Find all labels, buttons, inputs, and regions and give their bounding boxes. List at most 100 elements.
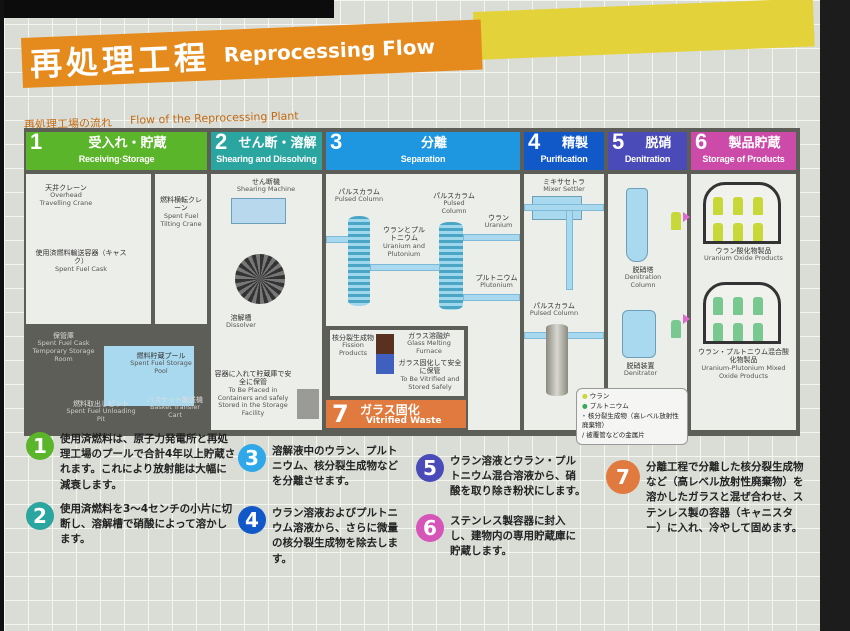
uranium-storage-shelf: [703, 182, 781, 244]
note-text: ステンレス製容器に封入し、建物内の専用貯蔵庫に貯蔵します。: [450, 515, 576, 558]
note-text: 使用済燃料は、原子力発電所と再処理工場のプールで合計4年以上貯蔵されます。これに…: [60, 433, 236, 491]
stage-jp: せん断・溶解: [238, 135, 317, 150]
stage-en: Separation: [400, 154, 446, 164]
stage-jp: ガラス固化: [360, 403, 420, 417]
stage-jp: 分離: [420, 135, 447, 150]
legend-item-uranium: ● ウラン: [582, 392, 610, 400]
legend-item-fission: • 核分裂生成物（高レベル放射性廃棄物）: [582, 411, 679, 430]
stage-en: Storage of Products: [702, 154, 785, 164]
stage-num: 3: [330, 129, 343, 154]
stage-jp: 受入れ・貯蔵: [88, 135, 167, 150]
note-number: 6: [416, 514, 444, 542]
arrow-icon: [683, 212, 690, 222]
shearing-machine: [231, 198, 286, 224]
stage-jp: 精製: [561, 135, 588, 150]
stage-en: Vitrified Waste: [366, 416, 442, 426]
denitrator: [622, 310, 656, 358]
stage-num: 2: [215, 129, 228, 154]
legend-item-metal: / 被覆管などの金属片: [582, 431, 645, 439]
note-text: ウラン溶液とウラン・プルトニウム混合溶液から、硝酸を取り除き粉状にします。: [450, 455, 586, 498]
title-band: 再処理工程 Reprocessing Flow: [20, 19, 483, 88]
stage-header-2: 2 せん断・溶解 Shearing and Dissolving: [211, 129, 322, 170]
note-number: 4: [238, 506, 266, 534]
note-number: 5: [416, 454, 444, 482]
note-number: 7: [606, 460, 640, 494]
pipe: [370, 264, 440, 271]
stage-num: 6: [695, 129, 708, 154]
background-dark: [4, 0, 334, 18]
pulsed-column-3: [546, 324, 568, 396]
stage-jp: 脱硝: [645, 135, 672, 150]
note-number: 2: [26, 502, 54, 530]
glass-furnace: [376, 334, 394, 374]
stage-header-3: 3 分離 Separation: [326, 129, 520, 170]
title-band-yellow: [473, 0, 815, 60]
stage-en: Receiving·Storage: [78, 154, 155, 164]
note-text: 使用済燃料を3～4センチの小片に切断し、溶解槽で硝酸によって溶かします。: [60, 503, 233, 546]
container-stack: [297, 389, 319, 419]
denitration-column: [626, 188, 648, 262]
pipe-plutonium: [463, 294, 520, 301]
note-number: 3: [238, 444, 266, 472]
stage-en: Purification: [540, 154, 588, 164]
label-cask: 使用済燃料輸送容器（キャスク）Spent Fuel Cask: [35, 249, 127, 273]
note-number: 1: [26, 432, 54, 460]
pipe: [566, 210, 573, 290]
note-text: 分離工程で分離した核分裂生成物など（高レベル放射性廃棄物）を溶かしたガラスと混ぜ…: [646, 461, 804, 534]
stage-jp: 製品貯蔵: [728, 135, 781, 150]
stage-header-4: 4 精製 Purification: [524, 129, 604, 170]
vitrification-header: 7 ガラス固化 Vitrified Waste: [326, 400, 466, 428]
note-text: ウラン溶液およびプルトニウム溶液から、さらに微量の核分裂生成物を除去します。: [272, 507, 398, 565]
stage-num: 7: [332, 400, 349, 428]
mox-bottle-icon: [671, 320, 681, 338]
stage-num: 4: [528, 129, 541, 154]
reprocessing-panel: 再処理工程 Reprocessing Flow 再処理工場の流れ Flow of…: [4, 0, 822, 631]
note-text: 溶解液中のウラン、プルトニウム、核分裂生成物などを分離させます。: [272, 445, 398, 488]
pipe-uranium: [463, 234, 520, 241]
pulsed-column-1: [348, 216, 370, 306]
stage-en: Denitration: [624, 154, 671, 164]
legend-item-plutonium: ● プルトニウム: [582, 401, 629, 410]
dissolver-wheel: [235, 254, 285, 304]
title-jp: 再処理工程: [29, 38, 211, 84]
uranium-bottle-icon: [671, 212, 681, 230]
divider: [151, 174, 155, 329]
title-en: Reprocessing Flow: [223, 34, 436, 67]
stage-header-6: 6 製品貯蔵 Storage of Products: [691, 129, 796, 170]
pulsed-column-2: [439, 222, 463, 310]
stage-en: Shearing and Dissolving: [216, 154, 317, 164]
